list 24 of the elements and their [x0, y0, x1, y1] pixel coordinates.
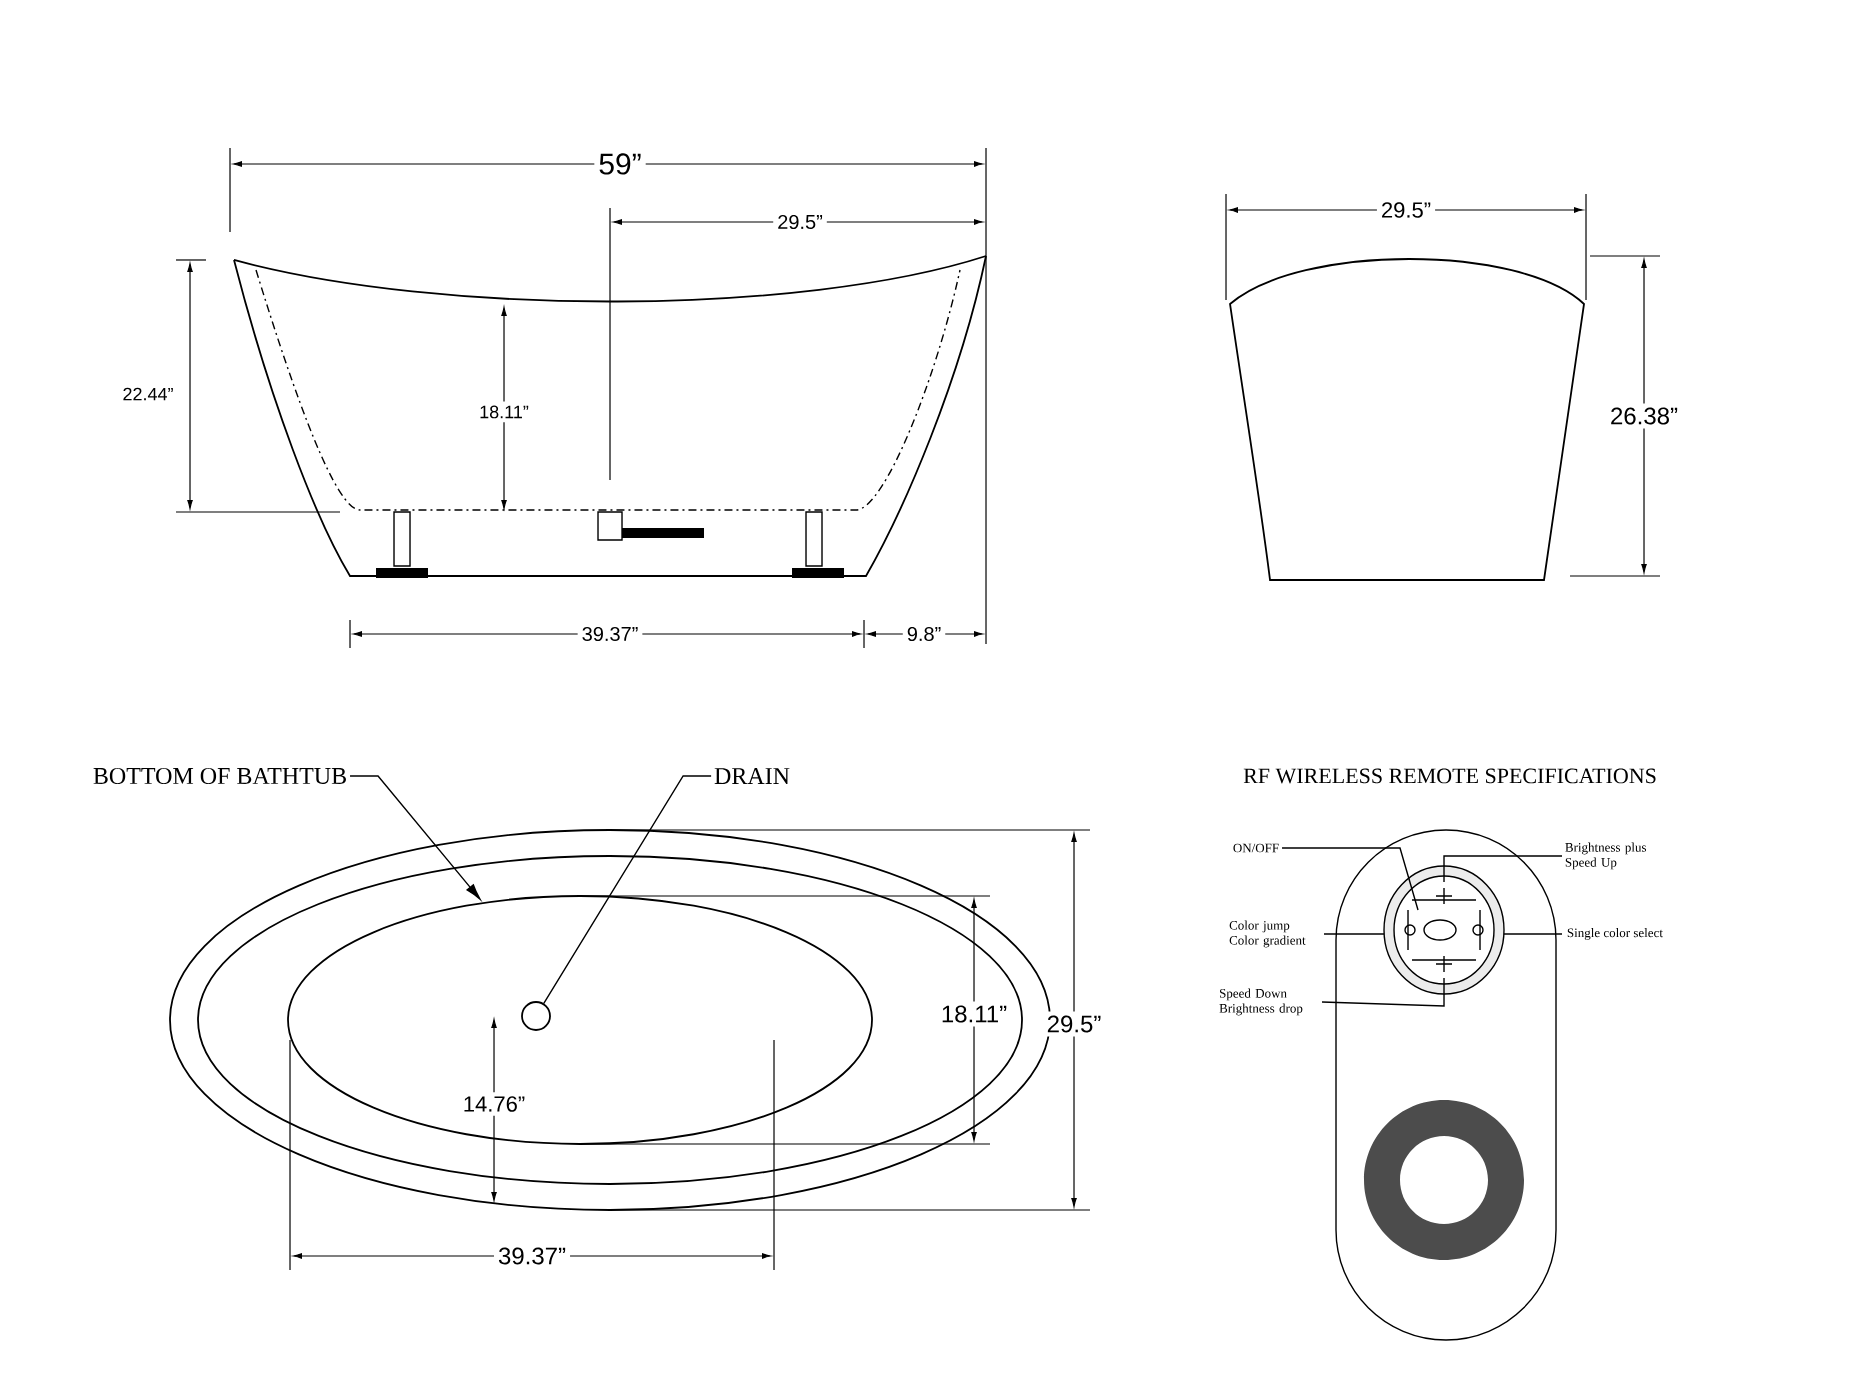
dimension-label: 9.8” — [902, 622, 946, 646]
dimension-label: 22.44” — [118, 383, 178, 405]
leader-line — [349, 775, 481, 900]
drain-circle — [521, 1001, 551, 1031]
dimension-label: 26.38” — [1606, 403, 1683, 429]
dimension-label: 39.37” — [577, 622, 643, 646]
callout-text: BOTTOM OF BATHTUB — [93, 767, 346, 785]
leader-line — [543, 775, 712, 1004]
callout-text: DRAIN — [714, 768, 790, 784]
dimension-label: 18.11” — [475, 401, 533, 423]
basin-outline — [287, 895, 873, 1145]
leader-line — [1321, 977, 1445, 1007]
dimension-label: 29.5” — [1042, 1011, 1106, 1037]
dimension-label: 59” — [594, 149, 646, 179]
dimension-label: 29.5” — [773, 210, 827, 234]
leader-line — [1323, 933, 1385, 935]
leader-line — [1503, 933, 1563, 935]
heading: RF WIRELESS REMOTE SPECIFICATIONS — [1243, 768, 1656, 784]
dimension-label: 39.37” — [494, 1243, 571, 1269]
dimension-label: 18.11” — [936, 1001, 1012, 1027]
leader-line — [1443, 855, 1563, 883]
dimension-label: 29.5” — [1376, 198, 1436, 222]
dimension-label: 14.76” — [458, 1092, 530, 1116]
leader-line — [1281, 847, 1419, 911]
